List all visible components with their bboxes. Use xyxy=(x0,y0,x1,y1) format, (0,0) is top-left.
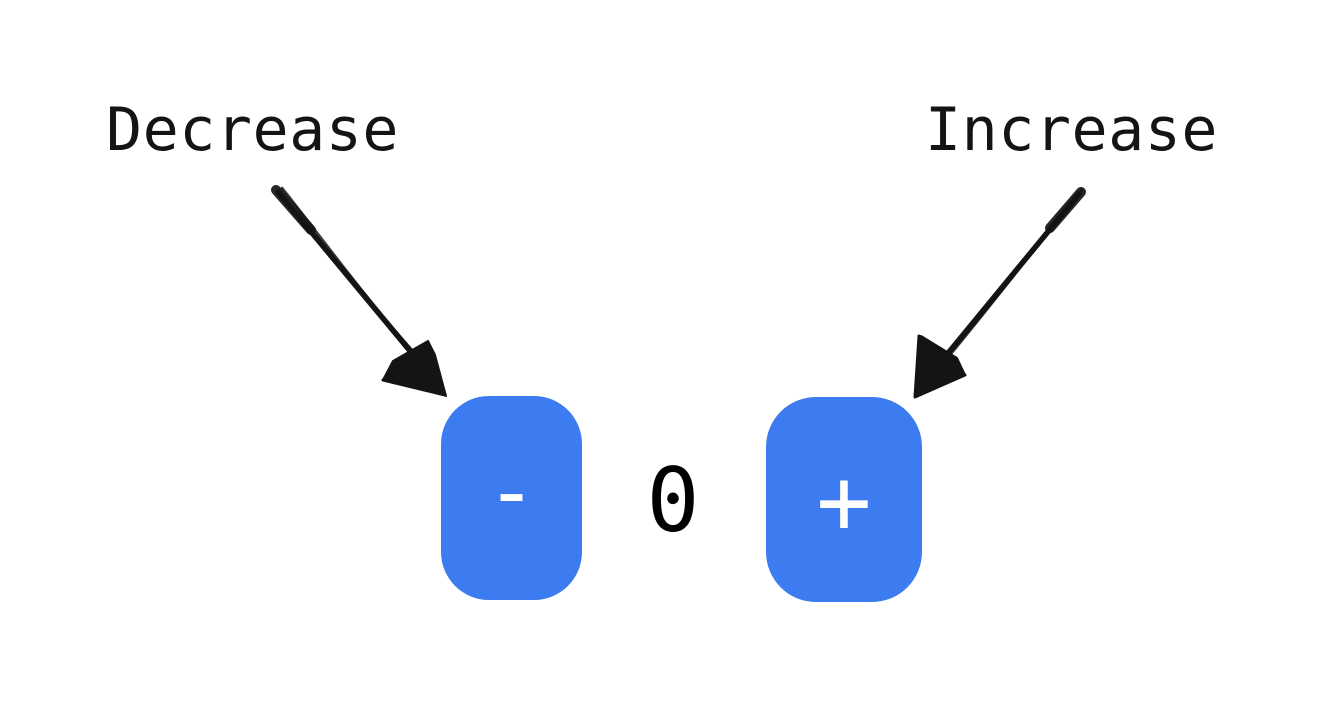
minus-icon: - xyxy=(485,442,538,542)
increase-annotation-label: Increase xyxy=(925,95,1218,165)
decrease-arrow-icon xyxy=(271,185,447,397)
decrease-annotation-label: Decrease xyxy=(106,95,399,165)
plus-icon: + xyxy=(816,447,872,555)
counter-value: 0 xyxy=(646,448,700,552)
increase-arrow-icon xyxy=(913,187,1086,399)
increment-button[interactable]: + xyxy=(766,397,922,602)
decrement-button[interactable]: - xyxy=(441,396,582,600)
